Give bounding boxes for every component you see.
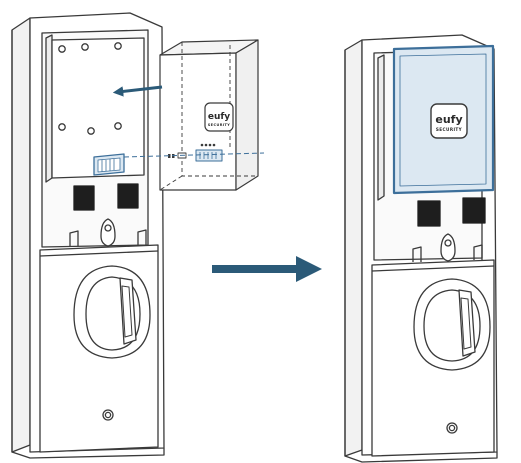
sensor-window-right (117, 183, 139, 209)
sensor-window-left (73, 185, 95, 211)
brand-wordmark-large: eufy (435, 113, 462, 126)
sensor-window-right (462, 197, 486, 224)
thumb-turn (413, 278, 491, 371)
smart-module (159, 39, 259, 191)
thumb-turn (73, 265, 151, 359)
brand-logo-badge (204, 102, 234, 132)
brand-wordmark-small: eufy (208, 112, 230, 122)
brand-logo-badge-large (430, 103, 468, 139)
sensor-window-left (417, 200, 441, 227)
brand-tagline-large: SECURITY (436, 127, 463, 132)
brand-tagline-small: SECURITY (208, 123, 231, 127)
alignment-guide (123, 152, 265, 158)
lock-after (344, 34, 498, 463)
insert-arrow (112, 85, 163, 97)
lock-before (11, 12, 165, 459)
step-arrow (212, 256, 322, 282)
connector-port (93, 153, 125, 176)
